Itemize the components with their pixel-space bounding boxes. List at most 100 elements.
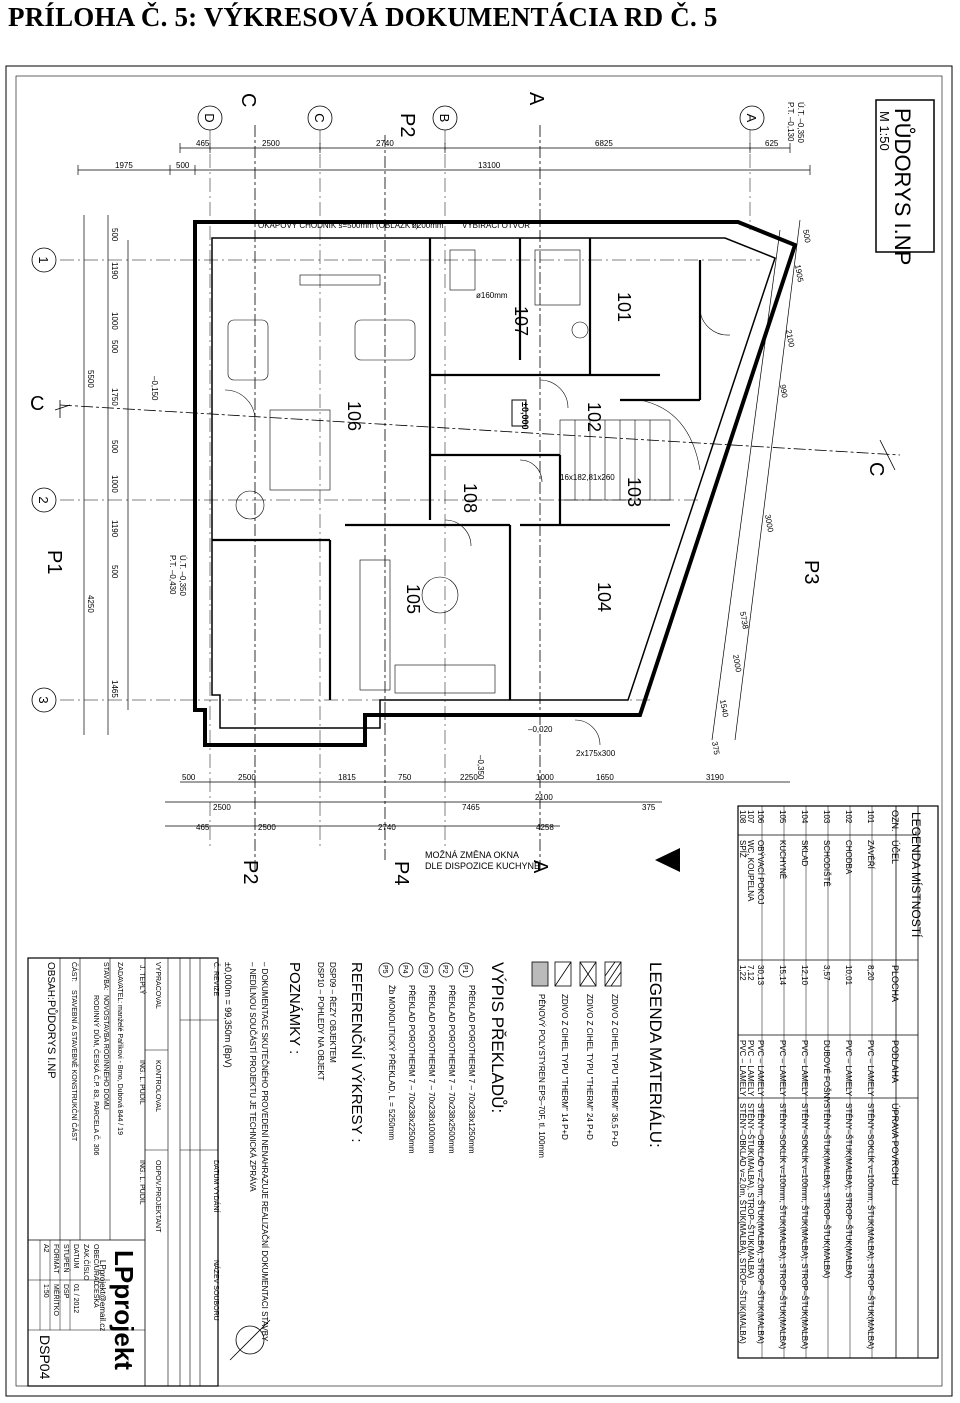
dim-bottom3-3: 2740 [378,823,396,832]
dim-right-1: 500 [801,229,812,244]
dim-left-8: 1190 [110,520,119,538]
dim-right-3: 2100 [784,329,796,349]
dim-top-2: 2500 [262,139,280,148]
room-row-area: 1,22 [738,965,747,981]
floor-plan [54,125,901,870]
room-row-id: 106 [756,810,765,824]
dim-bottom2-2: 7465 [462,803,480,812]
room-legend-header-surface: ÚPRAVA POVRCHU [890,1103,900,1186]
room-row-finish: STĚNY–SOKLÍK v=100mm, ŠTUK(MALBA), STROP… [778,1103,787,1349]
tb-location: RODINNÝ DŮM, ČESKÁ Č.P. 83, PARCELA Č. 3… [92,995,101,1156]
room-row-id: 108 [738,810,747,824]
room-row-id: 107 [746,810,755,824]
section-mark-c-left: C [30,393,44,415]
room-row-area: 7,12 [746,965,755,981]
dim-top-1: 465 [196,139,210,148]
section-mark-b-top: C [237,93,259,107]
dim-bottom-2: 2500 [238,773,256,782]
axis-label-2: 2 [36,496,51,503]
room-row-finish: STĚNY–OBKLAD v=2,0m, ŠTUK(MALBA), STROP–… [756,1103,765,1344]
dim-bottom2-1: 2500 [213,803,231,812]
room-row-area: 30,13 [756,965,765,986]
tb-firm-logo: LPprojekt [109,1250,139,1370]
section-mark-b-bottom: P2 [239,860,261,884]
room-row-floor: PVC – LAMELY [778,1040,787,1097]
tb-municipality-label: OBEC/ÚŘAD [92,1244,101,1286]
tb-responsible: ING. L. PUDIL [138,1160,145,1205]
room-legend-table [737,805,939,1359]
reference-item: DSP10 – POHLEDY NA OBJEKT [316,962,325,1081]
tb-stage-label: STUPEŇ [62,1244,71,1272]
tb-elevation: ±0,000m = 99,350m (BpV) [223,962,233,1068]
room-row-name: KUCHYNĚ [778,840,787,879]
room-number-104: 104 [594,582,614,612]
tb-revision-date-label: DATUM VYDÁNÍ [212,1160,221,1212]
lintel-text: PŘEKLAD POROTHERM 7 – 70x238x1250mm [467,985,476,1154]
axis-bubble-d [197,105,223,131]
lintel-tag-circle [398,962,414,978]
axis-label-3: 3 [36,696,51,703]
material-item-3: ZDIVO Z CIHEL TYPU "THERM" 14 P+D [560,994,569,1140]
dim-right-6: 5738 [738,611,750,631]
dim-right-5: 3000 [763,514,775,534]
room-row-id: 104 [800,810,809,824]
dim-bottom-3: 1815 [338,773,356,782]
room-row-area: 15,14 [778,965,787,986]
tb-format: A2 [42,1244,49,1253]
axis-label-c: C [312,113,327,122]
lintel-tag-circle [438,962,454,978]
level-marker: ±0,000 [520,402,530,429]
tb-format-label: FORMÁT [52,1244,61,1274]
section-mark-p1: P1 [43,550,65,574]
tb-client: manželé Paříkovi - Brno, Dubová 844 / 19 [116,1005,123,1135]
dim-top-3: 2740 [376,139,394,148]
room-number-107: 107 [511,306,531,336]
note-ut-2: Ú.T. –0,350 [178,555,187,596]
room-number-103: 103 [624,477,644,507]
room-row-name: SKLAD [800,840,809,866]
material-swatch-eps [531,961,549,987]
room-row-finish: STĚNY–ŠTUK(MALBA), STROP–ŠTUK(MALBA) [844,1103,853,1278]
dim-top2-3: 13100 [478,161,501,170]
lintel-tag: P4 [401,965,408,974]
note-pipe: ø200mm [412,221,444,230]
lintel-tag-circle [418,962,434,978]
tb-date-label: DATUM [72,1244,79,1269]
room-row-name: SCHODIŠTĚ [822,840,831,887]
dim-left2-2: 4250 [86,595,95,613]
material-swatch-14 [554,961,572,987]
lintel-text: Žb MONOLITICKÝ PŘEKLAD, L = 5250mm [387,985,396,1140]
tb-checked-by: ING. L. PUDIL [138,1060,145,1105]
dim-right-8: 1540 [718,699,730,719]
tb-order-label: ZAK.ČÍSLO [82,1244,91,1281]
room-row-finish: STĚNY–SOKLÍK v=100mm, ŠTUK(MALBA), STROP… [866,1103,875,1349]
tb-responsible-label: ODPOV.PROJEKTANT [154,1160,161,1233]
plan-title-box [875,99,935,253]
level-marker-box [511,399,527,427]
dim-bottom3-4: 4258 [536,823,554,832]
dim-left-6: 500 [110,440,119,454]
dim-right-4: 990 [778,384,789,399]
lintel-text: PŘEKLAD POROTHERM 7 – 70x238x2500mm [447,985,456,1154]
lintel-tag-circle [378,962,394,978]
note-level-350: –0,350 [476,755,485,780]
room-row-area: 8,20 [866,965,875,981]
section-mark-p3: P3 [800,560,822,584]
section-mark-a-bottom: A [529,860,551,874]
dim-left-3: 1000 [110,312,119,330]
tb-scale-label: MĚŘÍTKO [52,1284,61,1316]
tb-checked-label: KONTROLOVAL [154,1060,161,1112]
room-row-name: SPÍŽ [738,840,747,858]
dim-bottom3-2: 2500 [258,823,276,832]
room-row-finish: STĚNY–ŠTUK(MALBA), STROP–ŠTUK(MALBA) [746,1103,755,1278]
axis-label-b: B [437,114,452,123]
axis-label-d: D [202,113,217,122]
dim-top-4: 6825 [595,139,613,148]
materials-legend-title: LEGENDA MATERIÁLU: [646,962,665,1148]
tb-part-label: ČÁST: [70,962,79,982]
section-mark-c-right: C [865,462,887,476]
tb-revision-label: Č. REVIZE [212,962,221,997]
tb-scale: 1:50 [42,1284,49,1298]
room-row-floor: PVC – LAMELY [800,1040,809,1097]
